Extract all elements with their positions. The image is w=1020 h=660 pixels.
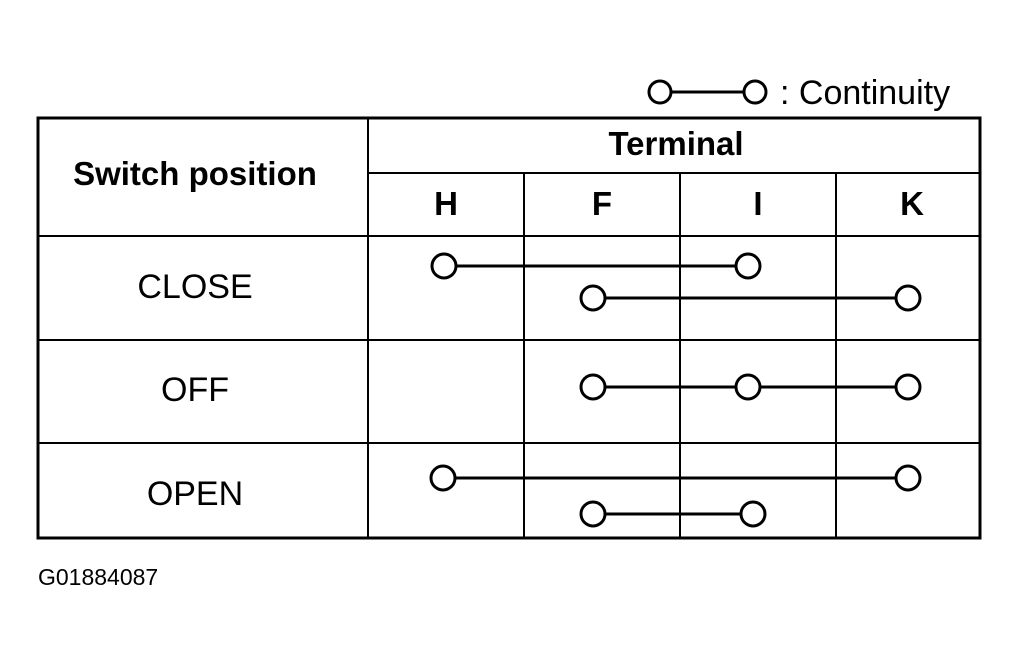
terminal-circle-icon bbox=[894, 464, 922, 492]
legend-open-circle-icon bbox=[742, 79, 768, 105]
figure-id: G01884087 bbox=[38, 564, 158, 590]
terminal-circle-icon bbox=[430, 252, 458, 280]
connections-open bbox=[429, 464, 922, 528]
terminal-label-h: H bbox=[434, 185, 458, 222]
terminal-label-k: K bbox=[900, 185, 924, 222]
terminal-circle-icon bbox=[579, 284, 607, 312]
connections-close bbox=[430, 252, 922, 312]
terminal-circle-icon bbox=[894, 373, 922, 401]
terminal-circle-icon bbox=[579, 373, 607, 401]
table-border bbox=[36, 116, 982, 540]
terminal-circle-icon bbox=[734, 252, 762, 280]
legend-open-circle-icon bbox=[647, 79, 673, 105]
terminal-circle-icon bbox=[734, 373, 762, 401]
terminal-circle-icon bbox=[579, 500, 607, 528]
terminal-header-label: Terminal bbox=[608, 125, 743, 162]
connections-off bbox=[579, 373, 922, 401]
legend-label: : Continuity bbox=[780, 74, 950, 112]
terminal-circle-icon bbox=[739, 500, 767, 528]
row-label-open: OPEN bbox=[147, 475, 243, 513]
row-header-label: Switch position bbox=[73, 155, 317, 192]
terminal-circle-icon bbox=[894, 284, 922, 312]
row-label-close: CLOSE bbox=[137, 268, 252, 306]
terminal-label-f: F bbox=[592, 185, 612, 222]
terminal-circle-icon bbox=[429, 464, 457, 492]
legend: : Continuity bbox=[647, 74, 950, 112]
terminal-label-i: I bbox=[753, 185, 762, 222]
row-label-off: OFF bbox=[161, 371, 229, 409]
